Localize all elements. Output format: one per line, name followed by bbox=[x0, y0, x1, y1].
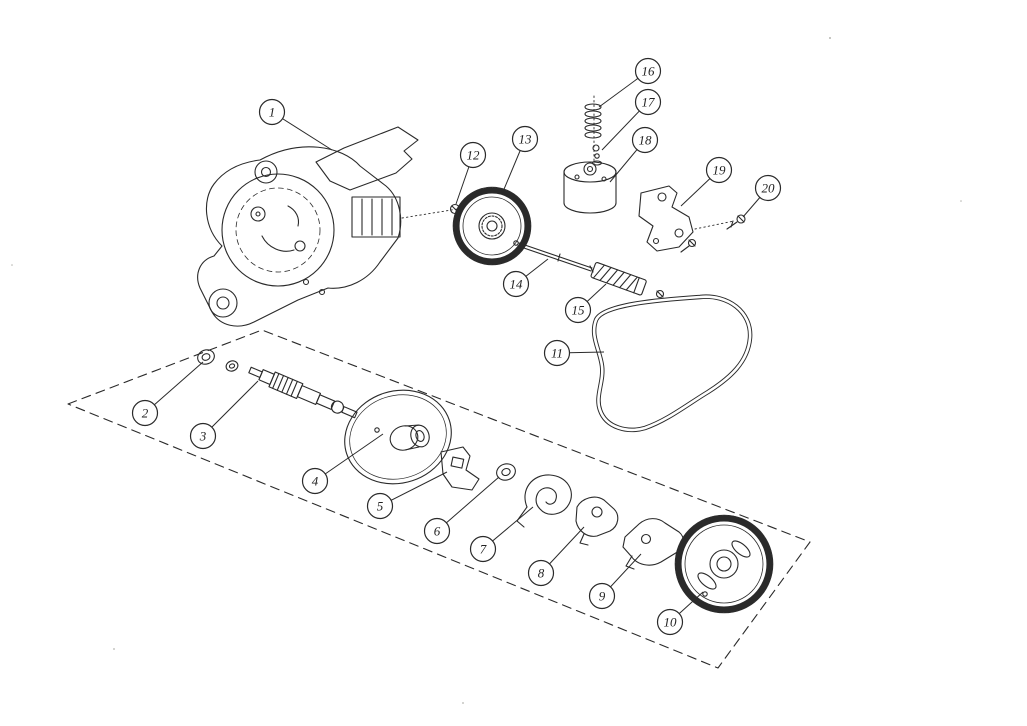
part-2-washers bbox=[197, 349, 239, 372]
callout-balloon-4 bbox=[301, 467, 329, 495]
callout-16: 16 bbox=[598, 57, 662, 108]
callout-balloon-14 bbox=[502, 270, 530, 298]
part-20-screws bbox=[680, 214, 746, 253]
callout-number-13: 13 bbox=[519, 132, 533, 147]
callout-balloon-2 bbox=[131, 399, 159, 427]
callout-number-9: 9 bbox=[599, 589, 606, 604]
callout-number-1: 1 bbox=[269, 105, 276, 120]
part-6-washer bbox=[496, 463, 516, 481]
part-19-bracket bbox=[638, 185, 694, 252]
callout-balloon-12 bbox=[459, 141, 487, 169]
part-5-retainer bbox=[440, 446, 480, 491]
callout-balloon-20 bbox=[754, 174, 782, 202]
callout-number-10: 10 bbox=[664, 615, 678, 630]
callout-20: 20 bbox=[742, 174, 782, 218]
callout-balloon-18 bbox=[631, 126, 659, 154]
axis-line-bracket-screw bbox=[694, 220, 735, 230]
part-7-spiral-spring bbox=[516, 474, 572, 528]
part-4-pulley bbox=[344, 389, 452, 485]
callout-number-16: 16 bbox=[642, 64, 656, 79]
callout-balloon-19 bbox=[705, 156, 733, 184]
callout-19: 19 bbox=[680, 156, 733, 207]
callout-number-11: 11 bbox=[551, 346, 563, 361]
callout-14: 14 bbox=[502, 258, 549, 298]
callout-number-17: 17 bbox=[642, 95, 656, 110]
callout-number-4: 4 bbox=[312, 474, 319, 489]
part-3-shaft bbox=[248, 366, 358, 419]
callout-balloon-5 bbox=[366, 492, 394, 520]
callout-number-19: 19 bbox=[713, 163, 727, 178]
part-18-motor bbox=[563, 161, 617, 214]
callout-3: 3 bbox=[189, 380, 259, 450]
callout-number-12: 12 bbox=[467, 148, 481, 163]
part-8-cam bbox=[575, 496, 619, 546]
callout-7: 7 bbox=[469, 506, 534, 563]
callout-18: 18 bbox=[609, 126, 659, 183]
callout-13: 13 bbox=[501, 125, 539, 195]
callout-1: 1 bbox=[258, 98, 333, 151]
callout-number-3: 3 bbox=[199, 429, 207, 444]
callout-balloon-13 bbox=[511, 125, 539, 153]
callout-balloon-17 bbox=[634, 88, 662, 116]
callout-balloon-15 bbox=[564, 296, 592, 324]
callout-number-20: 20 bbox=[762, 181, 776, 196]
part-1-housing bbox=[197, 126, 419, 327]
callout-balloon-3 bbox=[189, 422, 217, 450]
scan-speckles bbox=[11, 37, 962, 704]
callout-balloon-10 bbox=[656, 608, 684, 636]
callout-balloon-11 bbox=[543, 339, 571, 367]
part-14-shaft bbox=[513, 240, 594, 273]
callout-number-7: 7 bbox=[480, 542, 487, 557]
callout-number-18: 18 bbox=[639, 133, 653, 148]
callout-number-14: 14 bbox=[510, 277, 524, 292]
callout-5: 5 bbox=[366, 471, 448, 520]
part-9-lever bbox=[622, 518, 685, 570]
part-10-gear bbox=[674, 514, 774, 614]
callout-12: 12 bbox=[455, 141, 487, 205]
part-15-roller bbox=[590, 262, 647, 296]
callout-balloon-9 bbox=[588, 582, 616, 610]
part-16-spring bbox=[584, 103, 602, 139]
part-15-screw bbox=[655, 289, 665, 299]
exploded-view-boundary bbox=[67, 329, 811, 669]
callout-number-8: 8 bbox=[538, 566, 545, 581]
callout-number-2: 2 bbox=[142, 406, 149, 421]
part-13-gear bbox=[452, 186, 532, 266]
callout-17: 17 bbox=[601, 88, 662, 151]
callout-2: 2 bbox=[131, 361, 204, 427]
callout-balloon-1 bbox=[258, 98, 286, 126]
callout-number-6: 6 bbox=[434, 524, 441, 539]
callout-9: 9 bbox=[588, 553, 642, 610]
callout-balloon-6 bbox=[423, 517, 451, 545]
callout-number-15: 15 bbox=[572, 303, 586, 318]
callout-4: 4 bbox=[301, 433, 384, 495]
callout-balloon-16 bbox=[634, 57, 662, 85]
callout-11: 11 bbox=[543, 339, 605, 367]
callout-number-5: 5 bbox=[377, 499, 384, 514]
callout-balloon-7 bbox=[469, 535, 497, 563]
callout-6: 6 bbox=[423, 476, 500, 545]
part-11-belt bbox=[591, 294, 753, 433]
callout-15: 15 bbox=[564, 283, 607, 324]
callout-10: 10 bbox=[656, 591, 704, 636]
callout-balloon-8 bbox=[527, 559, 555, 587]
callout-8: 8 bbox=[527, 526, 585, 587]
